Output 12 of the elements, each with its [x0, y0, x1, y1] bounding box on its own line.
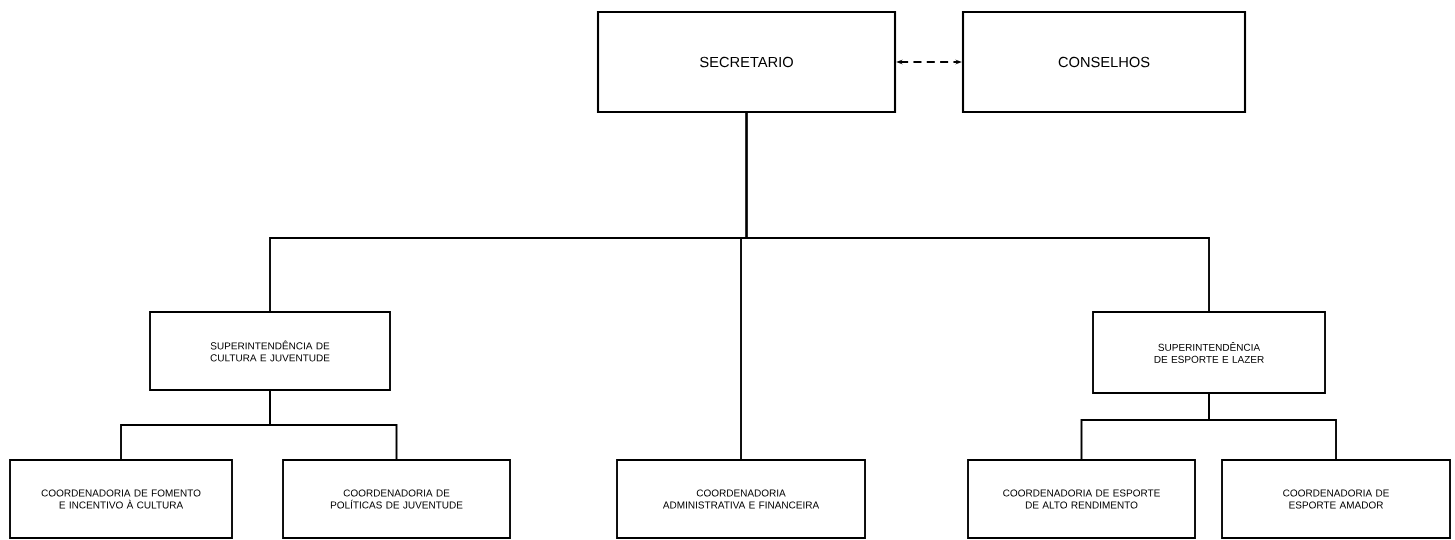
org-box: COORDENADORIA ADMINISTRATIVA E FINANCEIRA [616, 459, 866, 539]
connector-line [745, 112, 1210, 312]
org-box: SUPERINTENDÊNCIA DE CULTURA E JUVENTUDE [149, 311, 391, 391]
org-box: COORDENADORIA DE ESPORTE DE ALTO RENDIMENTO [967, 459, 1196, 539]
org-box: SUPERINTENDÊNCIA DE ESPORTE E LAZER [1092, 311, 1326, 394]
org-box: COORDENADORIA DE FOMENTO E INCENTIVO À CULTURA [9, 459, 233, 539]
connector-line [1208, 393, 1337, 460]
org-box: CONSELHOS [961, 10, 1247, 114]
org-box: COORDENADORIA DE ESPORTE AMADOR [1221, 459, 1451, 539]
org-box: COORDENADORIA DE POLÍTICAS DE JUVENTUDE [282, 459, 511, 539]
connector-line [269, 390, 398, 460]
org-box: SECRETARIO [596, 10, 897, 114]
